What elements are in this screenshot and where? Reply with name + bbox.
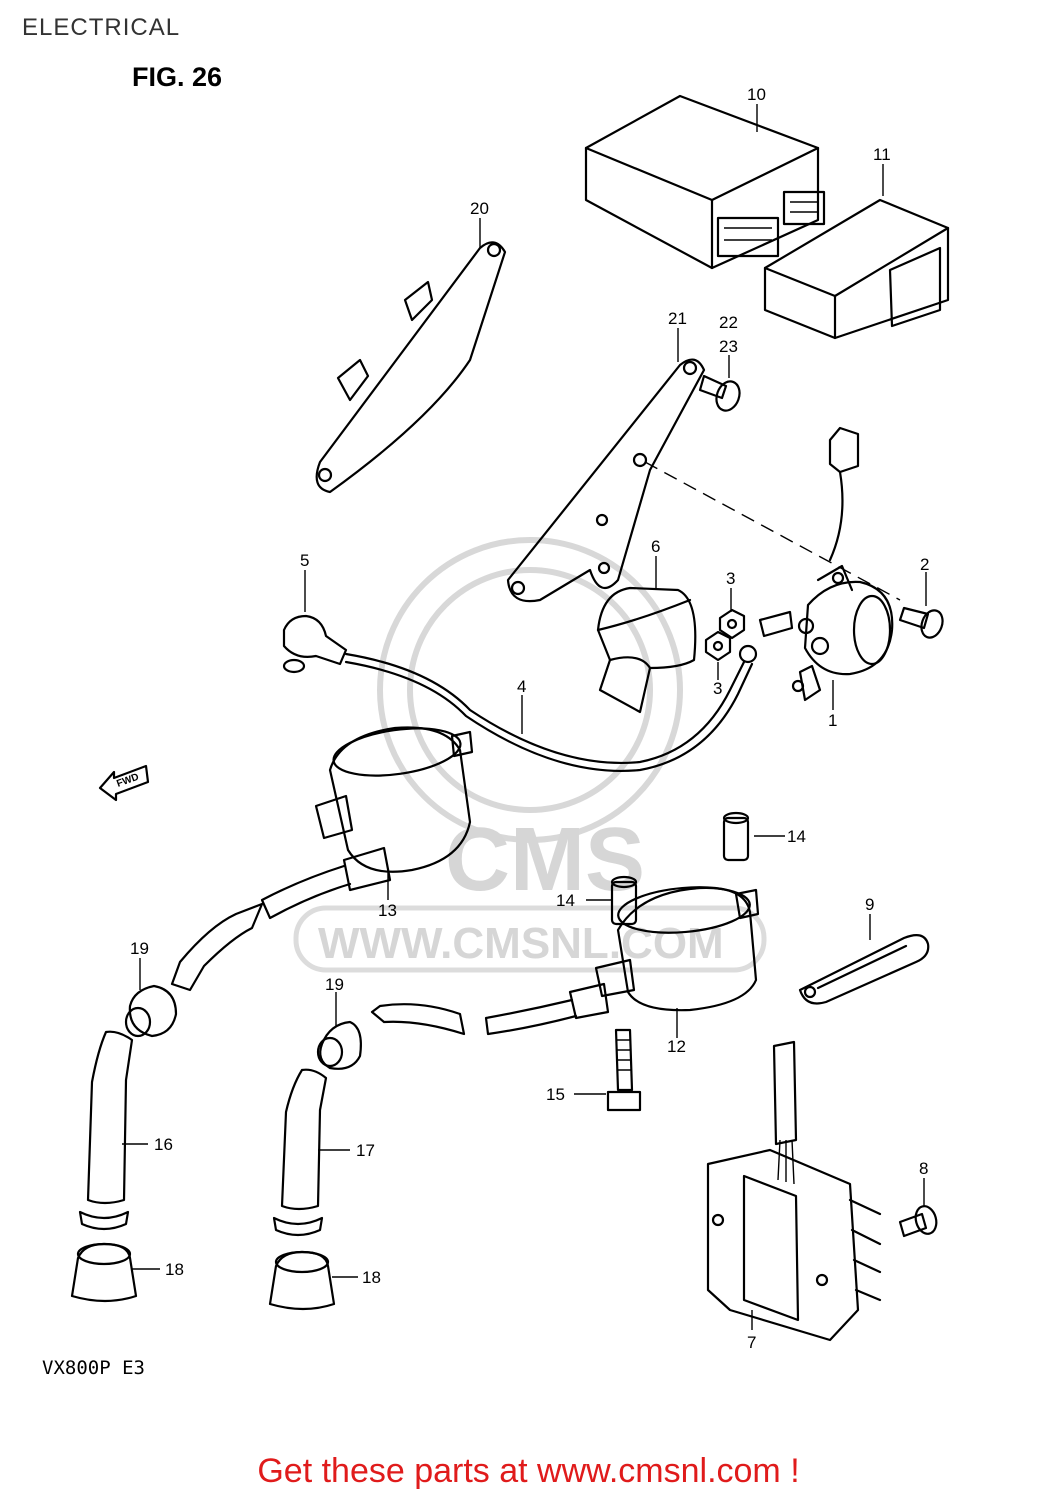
part-19-right-grommet[interactable]: [316, 1003, 466, 1070]
callout-numbers: 10 11 20 21 22 23 2 3 3 5 6 4 1 14 14 13…: [130, 85, 929, 1352]
callout-22: 22: [719, 313, 738, 332]
callout-2: 2: [920, 555, 929, 574]
part-2-screw[interactable]: [898, 606, 946, 640]
watermark-logo: CMS WWW.CMSNL.COM: [293, 537, 767, 973]
callout-15: 15: [546, 1085, 565, 1104]
footer-link[interactable]: Get these parts at www.cmsnl.com !: [257, 1452, 800, 1490]
model-code: VX800P E3: [42, 1357, 145, 1379]
callout-21: 21: [668, 309, 687, 328]
callout-9: 9: [865, 895, 874, 914]
callout-10: 10: [747, 85, 766, 104]
callout-1: 1: [828, 711, 837, 730]
part-21-bracket[interactable]: [506, 358, 706, 603]
callout-13: 13: [378, 901, 397, 920]
callout-11: 11: [873, 145, 891, 164]
callout-4: 4: [517, 677, 526, 696]
callout-5: 5: [300, 551, 309, 570]
part-13-ignition-coil[interactable]: [260, 721, 474, 920]
part-17-plug-cap[interactable]: [272, 1068, 328, 1237]
callout-23: 23: [719, 337, 738, 356]
part-11-control-box[interactable]: [763, 198, 950, 340]
callout-20: 20: [470, 199, 489, 218]
part-5-cable-boot[interactable]: [282, 614, 348, 674]
part-18-left-boot[interactable]: [70, 1242, 138, 1303]
callout-8: 8: [919, 1159, 928, 1178]
part-23-screw[interactable]: [698, 374, 743, 414]
part-3-nut-upper[interactable]: [718, 608, 746, 640]
part-14-cap-left[interactable]: [610, 875, 638, 926]
callout-3-upper: 3: [726, 569, 735, 588]
part-3-nut-lower[interactable]: [704, 630, 732, 662]
part-9-clamp[interactable]: [798, 933, 930, 1005]
part-14-cap-right[interactable]: [722, 811, 750, 862]
callout-6: 6: [651, 537, 660, 556]
part-6-terminal-cover[interactable]: [596, 586, 697, 714]
page-header: ELECTRICAL: [22, 14, 181, 41]
callout-17: 17: [356, 1141, 375, 1160]
figure-label: FIG. 26: [132, 62, 223, 92]
callout-19-right: 19: [325, 975, 344, 994]
watermark-logo-text: CMS: [445, 810, 645, 910]
callout-12: 12: [667, 1037, 686, 1056]
part-4-cable[interactable]: [344, 644, 758, 772]
part-1-starter-relay[interactable]: [758, 426, 894, 702]
part-16-plug-cap[interactable]: [78, 1030, 134, 1231]
callout-16: 16: [154, 1135, 173, 1154]
part-15-bolt[interactable]: [606, 1028, 642, 1112]
callout-19-left: 19: [130, 939, 149, 958]
part-19-left-grommet[interactable]: [124, 902, 264, 1038]
callout-14-left: 14: [556, 891, 575, 910]
part-7-regulator-rectifier[interactable]: [706, 1040, 882, 1342]
part-10-cdi-unit[interactable]: [584, 94, 826, 270]
callout-18-right: 18: [362, 1268, 381, 1287]
part-12-ignition-coil[interactable]: [484, 882, 760, 1036]
watermark-url: WWW.CMSNL.COM: [318, 919, 724, 968]
callout-18-left: 18: [165, 1260, 184, 1279]
part-20-bracket[interactable]: [315, 241, 507, 494]
part-18-right-boot[interactable]: [268, 1250, 336, 1311]
callout-14-right: 14: [787, 827, 806, 846]
part-8-screw[interactable]: [898, 1204, 939, 1238]
callout-3-lower: 3: [713, 679, 722, 698]
callout-7: 7: [747, 1333, 756, 1352]
leader-lines: [122, 104, 927, 1330]
fwd-arrow-icon: FWD: [98, 764, 150, 802]
